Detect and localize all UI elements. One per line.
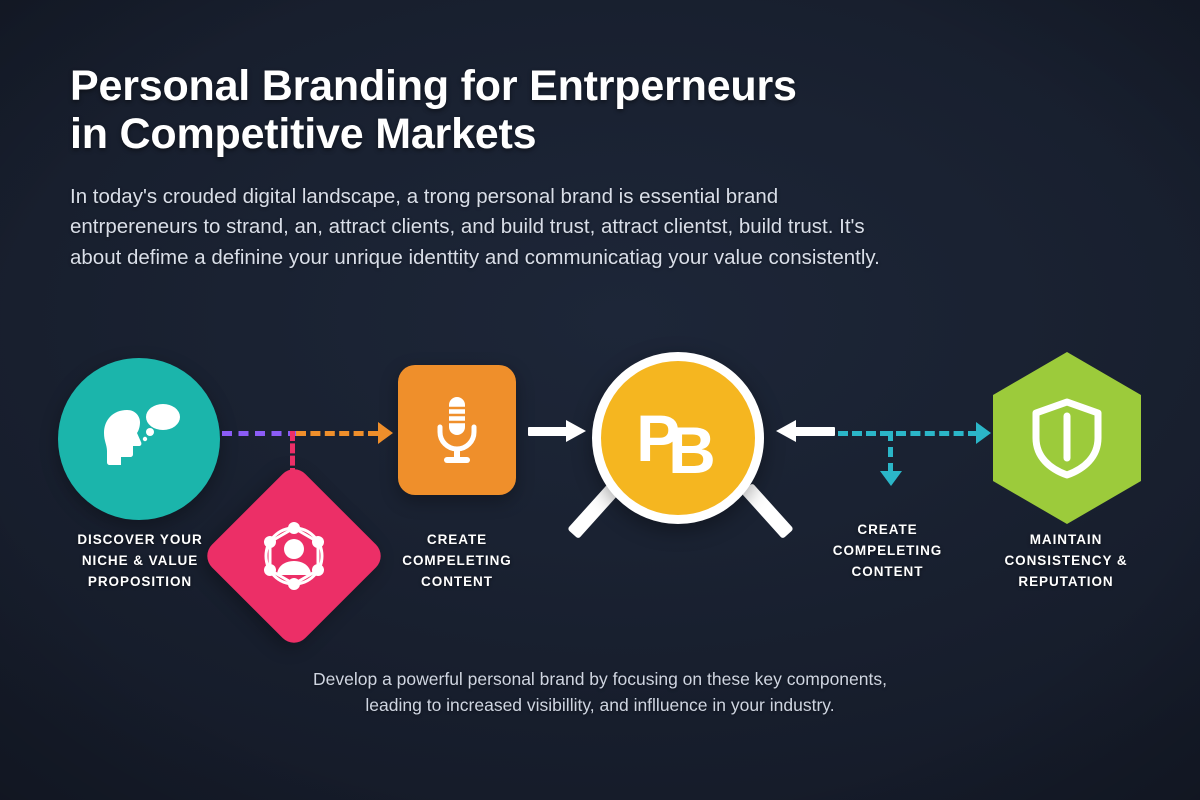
label-create-content: CREATE COMPELETING CONTENT [372,530,542,593]
connector-orange-to-center [528,420,586,442]
connector-teal-to-junction [222,431,298,436]
connector-junction-to-hexagon [896,431,978,436]
microphone-icon [428,393,486,467]
footer-line-1: Develop a powerful personal brand by foc… [313,669,887,689]
node-discover-niche[interactable] [58,358,220,520]
connector-label-to-junction [838,431,890,436]
connector-junction-to-orange-arrowhead [378,422,393,444]
label-line: DISCOVER YOUR [77,532,203,547]
label-create-content-right: CREATE COMPELETING CONTENT [800,520,975,583]
monogram-letter-p: P [636,401,680,475]
label-line: CONSISTENCY & [1004,552,1128,568]
label-line: CREATE [857,522,918,537]
arrow-head [566,420,586,442]
node-center-brand[interactable]: PB [567,352,794,552]
label-line: REPUTATION [1018,573,1114,589]
node-network[interactable] [200,462,388,650]
connector-junction-down-arrowhead [880,471,902,486]
head-speech-bubble-icon [93,400,185,478]
label-line: COMPELETING [832,542,943,558]
footer-caption: Develop a powerful personal brand by foc… [0,666,1200,719]
label-line: MAINTAIN [1029,532,1103,547]
person-network-icon [251,513,337,599]
label-line: CONTENT [421,573,493,589]
label-discover-niche: DISCOVER YOUR NICHE & VALUE PROPOSITION [44,530,236,593]
label-line: COMPELETING [402,552,512,568]
diamond-icon-wrap [228,490,360,622]
footer-line-2: leading to increased visibillity, and in… [365,695,835,716]
node-maintain-consistency[interactable] [993,352,1141,524]
monogram-letter-b: B [668,413,716,487]
label-line: CONTENT [851,563,924,579]
label-line: CREATE [426,532,488,547]
connector-junction-to-orange [296,431,378,436]
connector-right-to-center [776,420,835,442]
intro-paragraph: In today's crouded digital landscape, a … [70,185,880,269]
connector-junction-down-right [888,431,893,473]
header: Personal Branding for Entrperneurs in Co… [70,62,1010,273]
arrow-shaft [795,427,835,436]
connector-junction-to-diamond [290,431,295,478]
magnifier-handle-right [741,482,794,540]
magnifier-lens: PB [592,352,764,524]
brand-monogram: PB [636,405,720,483]
page-title-line-1: Personal Branding for Entrperneurs [70,62,797,110]
process-diagram: PB [0,330,1200,660]
connector-junction-to-diamond-arrowhead [282,476,304,491]
arrow-head [776,420,796,442]
shield-icon [1030,396,1104,480]
page-title: Personal Branding for Entrperneurs in Co… [70,62,1010,158]
arrow-shaft [528,427,568,436]
node-create-content[interactable] [398,365,516,495]
label-line: PROPOSITION [87,573,193,589]
label-line: NICHE & VALUE [81,552,199,568]
connector-junction-to-hexagon-arrowhead [976,422,991,444]
label-maintain-consistency: MAINTAIN CONSISTENCY & REPUTATION [975,530,1157,593]
page-title-line-2: in Competitive Markets [70,110,537,159]
